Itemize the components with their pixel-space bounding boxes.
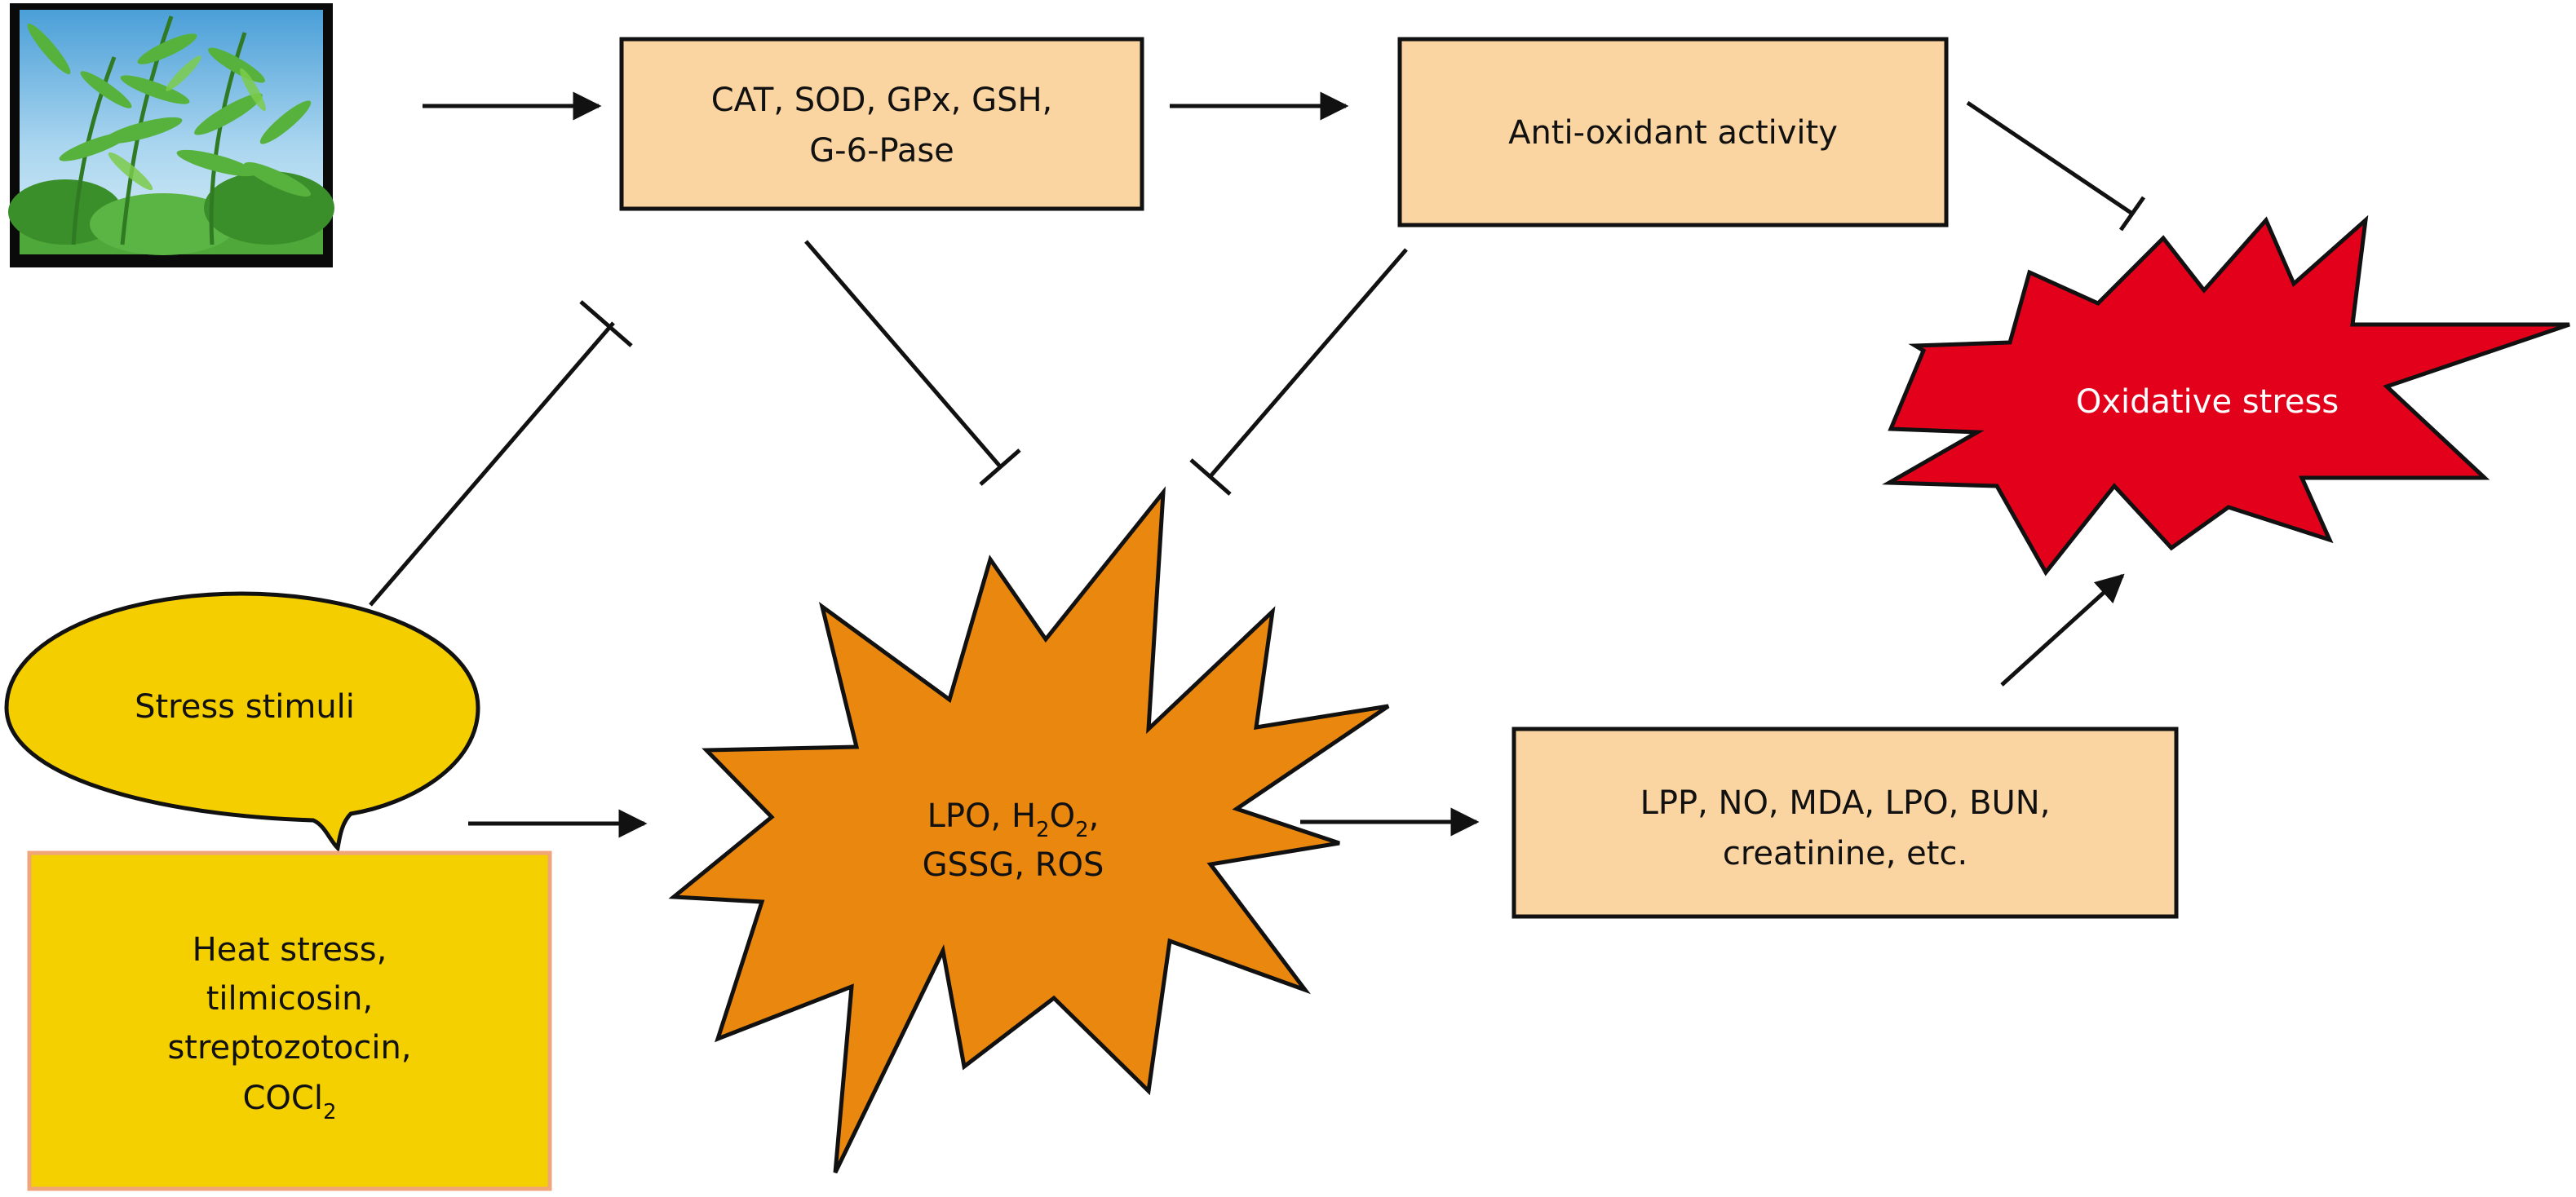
- markers-line2: creatinine, etc.: [1723, 835, 1967, 872]
- antioxidant-box: Anti-oxidant activity: [1397, 37, 1949, 227]
- ros-burst: LPO, H2O2, GSSG, ROS: [668, 486, 1390, 1174]
- ros-line2: GSSG, ROS: [923, 846, 1104, 884]
- inducers-cocl-subscript: 2: [323, 1100, 337, 1124]
- inhibit-enzymes-to-ros: [804, 240, 1021, 486]
- inducers-line2: tilmicosin,: [206, 980, 373, 1018]
- stress-stimuli-label: Stress stimuli: [135, 688, 355, 726]
- arrow-markers-to-oxidative-stress: [2000, 573, 2125, 687]
- inducers-line4: COCl2: [242, 1080, 336, 1124]
- enzymes-box: CAT, SOD, GPx, GSH, G-6-Pase: [619, 37, 1144, 211]
- oxidative-stress-shape: [1882, 214, 2570, 576]
- inhibit-stimuli-to-enzymes: [369, 300, 633, 607]
- plant-photo-icon: [8, 3, 334, 267]
- enzymes-line2: G-6-Pase: [809, 132, 954, 170]
- ros-o2-subscript: 2: [1075, 818, 1089, 842]
- inducers-line3: streptozotocin,: [167, 1029, 411, 1067]
- ros-comma: ,: [1089, 797, 1100, 835]
- enzymes-line1: CAT, SOD, GPx, GSH,: [711, 82, 1053, 119]
- antioxidant-label: Anti-oxidant activity: [1508, 114, 1838, 152]
- ros-line1: LPO, H2O2,: [927, 797, 1100, 842]
- oxidative-stress-label: Oxidative stress: [2076, 383, 2339, 421]
- markers-box-shape: [1512, 727, 2179, 919]
- markers-line1: LPP, NO, MDA, LPO, BUN,: [1640, 784, 2051, 822]
- markers-box: LPP, NO, MDA, LPO, BUN, creatinine, etc.: [1512, 727, 2179, 919]
- enzymes-box-shape: [619, 37, 1144, 211]
- ros-o: O: [1050, 797, 1075, 835]
- inducers-line1: Heat stress,: [193, 931, 387, 969]
- inducers-box-shape: [27, 850, 552, 1191]
- stress-stimuli-bubble: Stress stimuli: [4, 591, 480, 853]
- ros-burst-shape: [668, 486, 1390, 1174]
- stress-stimuli-shape: [4, 591, 480, 853]
- inducers-cocl: COCl: [242, 1080, 322, 1117]
- inhibit-antioxidant-to-oxidative-stress: [1966, 100, 2146, 232]
- ros-h2-subscript: 2: [1036, 818, 1050, 842]
- antioxidant-box-shape: [1397, 37, 1949, 227]
- connectors: [369, 91, 2146, 838]
- oxidative-stress-burst: Oxidative stress: [1882, 214, 2570, 576]
- inducers-box: Heat stress, tilmicosin, streptozotocin,…: [27, 850, 552, 1191]
- inhibit-antioxidant-to-ros: [1189, 248, 1408, 496]
- ros-lpo: LPO, H: [927, 797, 1036, 835]
